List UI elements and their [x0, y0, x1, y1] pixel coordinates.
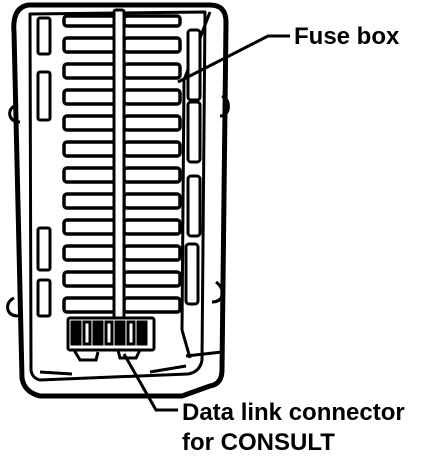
side-slots-left	[36, 16, 52, 318]
data-link-connector-sublabel: for CONSULT	[182, 429, 335, 456]
fuse-slots-left	[62, 14, 118, 314]
fuse-slots-right	[122, 14, 182, 314]
mounting-clips	[6, 94, 230, 318]
data-link-connector-label: Data link connector	[182, 399, 405, 426]
base-details	[39, 364, 187, 376]
side-slots-right	[184, 28, 202, 306]
fuse-box-leader-line	[177, 34, 290, 84]
fuse-box-housing	[11, 2, 229, 399]
center-divider	[112, 8, 126, 330]
data-link-connector	[66, 316, 156, 362]
data-link-leader-line	[122, 353, 178, 412]
fuse-box-label: Fuse box	[294, 23, 400, 50]
